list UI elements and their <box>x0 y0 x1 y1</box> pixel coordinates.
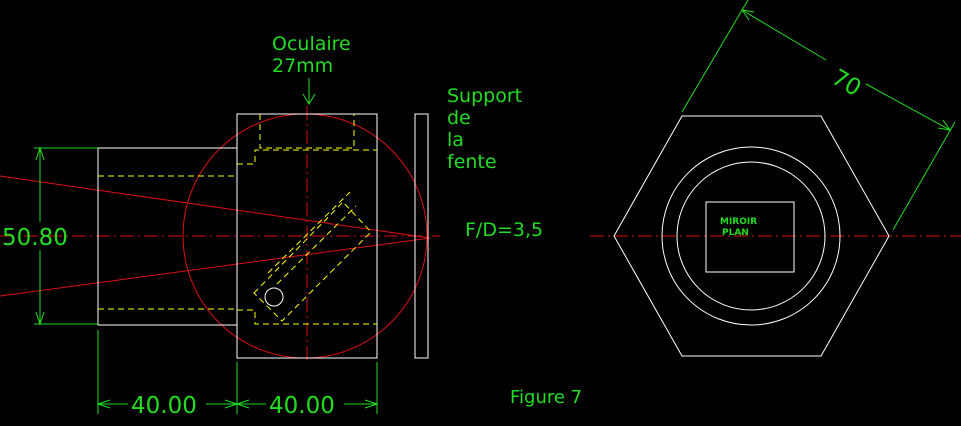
ocular-label: Oculaire <box>272 33 351 55</box>
focal-ratio-label: F/D=3,5 <box>465 219 543 241</box>
front-view: MIROIR PLAN 70 <box>590 0 961 357</box>
dim-left-value: 40.00 <box>131 393 197 419</box>
dim-hex-line-a <box>741 9 827 61</box>
drawtube-outline <box>97 147 237 326</box>
support-label-line2: de <box>447 107 471 129</box>
hex-body <box>613 115 890 357</box>
flat-mirror-rect <box>705 201 795 273</box>
slit-support-plate <box>414 113 429 359</box>
mirror-label-line2: PLAN <box>722 228 749 238</box>
diagonal-mirror-face <box>276 205 357 285</box>
dim-hex-ext-left <box>681 0 749 113</box>
dim-height-value: 50.80 <box>2 225 68 251</box>
mirror-label-line1: MIROIR <box>720 217 757 227</box>
support-label-line4: fente <box>447 151 497 173</box>
dim-hex-ext-right <box>892 121 956 231</box>
dim-right-arrow-end <box>364 399 379 409</box>
dim-hex-arrow-start <box>740 9 755 21</box>
tube-inner-circle <box>676 161 826 311</box>
tube-outer-circle <box>661 146 841 326</box>
support-label-line3: la <box>447 129 464 151</box>
figure-caption: Figure 7 <box>510 387 582 408</box>
dim-right-value: 40.00 <box>269 393 335 419</box>
side-view: Oculaire 27mm Support de la fente F/D=3,… <box>0 33 582 419</box>
diagonal-mirror-back <box>267 191 351 274</box>
dim-height-arrow-bottom <box>35 311 45 326</box>
ocular-arrow-head <box>302 93 316 105</box>
dim-left-arrow-start <box>96 399 111 409</box>
light-ray-lower <box>0 237 431 297</box>
diagonal-box-body <box>236 113 378 359</box>
dim-hex-arrow-end <box>937 119 952 131</box>
light-ray-upper <box>0 175 431 239</box>
dim-hex-value: 70 <box>827 65 865 102</box>
dim-hex-line-b <box>865 83 951 131</box>
support-label-line1: Support <box>447 85 522 107</box>
dim-right-arrow-start <box>235 399 250 409</box>
dim-height-arrow-top <box>35 146 45 161</box>
diagonal-mirror-holder <box>253 201 372 322</box>
ocular-size-label: 27mm <box>272 55 333 77</box>
ocular-bore-hidden <box>237 114 377 325</box>
mirror-screw-hole <box>264 287 284 307</box>
